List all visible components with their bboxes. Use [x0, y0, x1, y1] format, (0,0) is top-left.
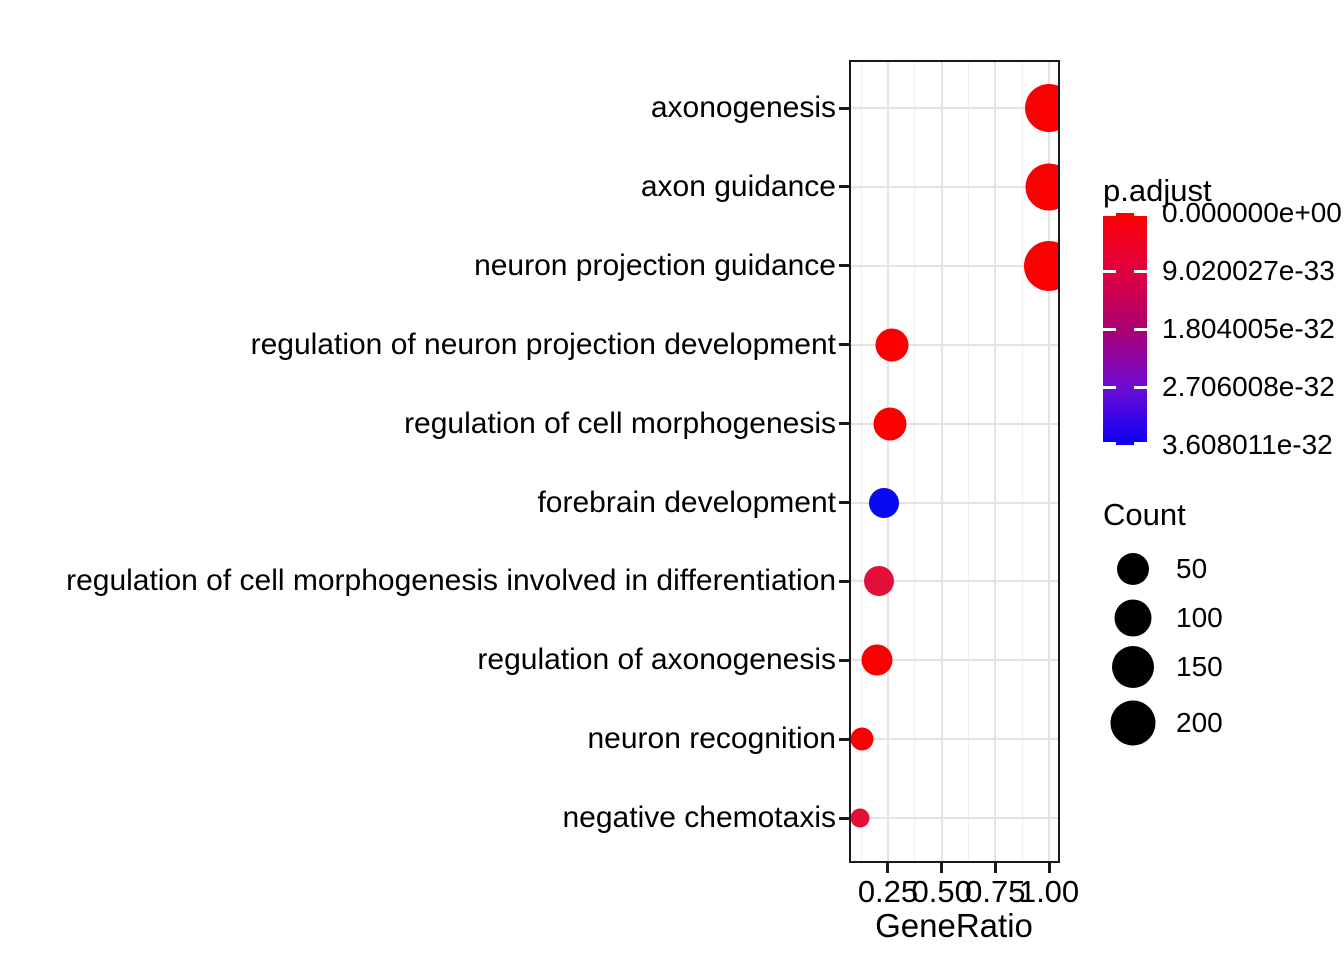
colorbar-tick-right: [1134, 213, 1147, 216]
padjust-legend-label: 9.020027e-33: [1162, 255, 1335, 286]
x-gridline-minor: [967, 62, 969, 861]
padjust-legend-label: 1.804005e-32: [1162, 313, 1335, 344]
count-legend-dot: [1112, 646, 1154, 688]
count-legend-label: 200: [1176, 707, 1223, 738]
x-gridline-major: [994, 62, 997, 861]
x-gridline-minor: [914, 62, 916, 861]
y-axis-tick: [839, 816, 849, 820]
x-axis-tick: [940, 863, 944, 873]
padjust-legend-label: 2.706008e-32: [1162, 371, 1335, 402]
data-point-dot: [1024, 240, 1058, 291]
y-axis-tick: [839, 501, 849, 504]
y-axis-label: axonogenesis: [650, 91, 836, 124]
count-legend-dot: [1110, 700, 1156, 746]
data-point-dot: [851, 727, 874, 751]
y-gridline-major: [851, 817, 1058, 820]
y-axis-tick: [839, 579, 849, 583]
y-axis-label: regulation of neuron projection developm…: [250, 327, 836, 361]
x-axis-tick-label: 1.00: [1018, 874, 1080, 909]
y-gridline-major: [851, 422, 1058, 425]
y-gridline-major: [851, 501, 1058, 504]
y-gridline-major: [851, 580, 1058, 583]
padjust-legend-label: 3.608011e-32: [1162, 429, 1333, 460]
x-gridline-major: [1048, 62, 1050, 861]
y-axis-tick: [839, 185, 849, 189]
y-gridline-major: [851, 343, 1058, 346]
y-gridline-major: [851, 659, 1058, 662]
y-axis-label: regulation of axonogenesis: [477, 643, 836, 677]
colorbar-tick-left: [1103, 327, 1116, 331]
y-axis-label: forebrain development: [537, 485, 836, 519]
data-point-dot: [1025, 163, 1058, 211]
x-axis-tick: [886, 863, 890, 873]
colorbar-tick-left: [1103, 385, 1116, 389]
colorbar-tick-right: [1134, 442, 1147, 445]
colorbar-tick-left: [1103, 442, 1116, 445]
data-point-dot: [873, 407, 907, 441]
data-point-dot: [875, 328, 909, 362]
data-point-dot: [861, 644, 893, 676]
data-point-dot: [868, 487, 899, 518]
y-axis-label: regulation of cell morphogenesis involve…: [66, 564, 836, 598]
x-axis-tick-label: 0.50: [911, 874, 972, 909]
count-legend-title: Count: [1103, 497, 1186, 532]
x-gridline-major: [940, 62, 943, 861]
data-point-dot: [851, 808, 870, 828]
count-legend-dot: [1114, 599, 1152, 637]
padjust-legend-title: p.adjust: [1103, 173, 1212, 208]
y-axis-tick: [839, 264, 849, 268]
y-axis-tick: [839, 106, 849, 110]
x-gridline-minor: [1021, 62, 1023, 861]
x-axis-tick-label: 0.25: [857, 874, 919, 909]
y-gridline-major: [851, 185, 1058, 188]
colorbar-tick-right: [1134, 327, 1147, 331]
y-gridline-major: [851, 738, 1058, 741]
x-axis-tick-label: 0.75: [965, 874, 1026, 909]
y-axis-label: neuron projection guidance: [474, 248, 836, 282]
count-legend-label: 150: [1176, 651, 1223, 682]
y-axis-label: regulation of cell morphogenesis: [404, 406, 836, 440]
y-axis-tick: [839, 737, 849, 741]
plot-panel: [849, 60, 1060, 863]
count-legend-label: 100: [1176, 602, 1223, 633]
x-gridline-major: [886, 62, 889, 861]
y-axis-tick: [839, 422, 849, 426]
y-axis-label: neuron recognition: [587, 722, 836, 756]
data-point-dot: [1025, 84, 1058, 132]
colorbar-tick-right: [1134, 269, 1147, 273]
colorbar-tick-left: [1103, 213, 1116, 216]
y-gridline-major: [851, 264, 1058, 267]
y-axis-tick: [839, 658, 849, 662]
padjust-legend-label: 0.000000e+00: [1162, 197, 1342, 228]
count-legend-dot: [1117, 553, 1149, 585]
x-axis-tick: [993, 863, 997, 873]
data-point-dot: [864, 566, 895, 597]
y-axis-tick: [839, 343, 849, 347]
y-axis-label: negative chemotaxis: [562, 801, 837, 835]
y-axis-label: axon guidance: [640, 169, 836, 203]
y-gridline-major: [851, 107, 1058, 109]
x-axis-title: GeneRatio: [875, 907, 1033, 944]
x-axis-tick: [1047, 863, 1051, 873]
colorbar-tick-right: [1134, 385, 1147, 389]
x-gridline-minor: [860, 62, 862, 861]
count-legend-label: 50: [1176, 553, 1208, 584]
colorbar-tick-left: [1103, 269, 1116, 273]
